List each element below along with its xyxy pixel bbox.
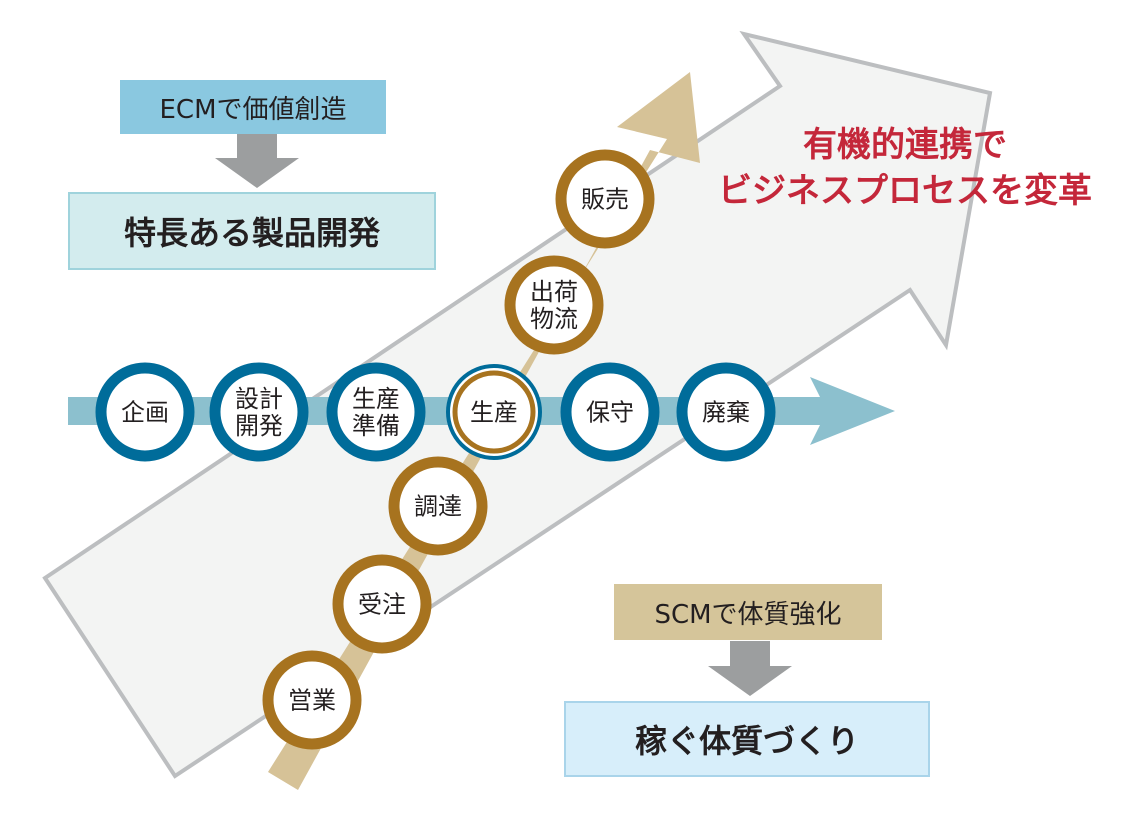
scm-node-ring [388, 456, 488, 556]
scm-node-label: 出荷 [530, 278, 578, 306]
scm-node-ring [504, 255, 604, 355]
ecm-node-label: 生産 [352, 385, 400, 413]
scm-node-label: 調達 [414, 493, 462, 521]
ecm-node-label: 設計 [235, 385, 283, 413]
ecm-node-maintenance: 保守 [560, 362, 660, 462]
ecm-result: 特長ある製品開発 [68, 192, 436, 270]
scm-node-label: 販売 [581, 186, 629, 214]
ecm-node-label: 準備 [352, 412, 400, 440]
transformation-line-2: ビジネスプロセスを変革 [718, 171, 1092, 211]
ecm-node-label: 生産 [470, 399, 518, 427]
scm-node-label: 物流 [530, 305, 578, 333]
ecm-node-disposal: 廃棄 [676, 362, 776, 462]
scm-node-label: 受注 [358, 591, 406, 619]
ecm-down-arrow-icon [215, 134, 299, 188]
ecm-label: ECMで価値創造 [120, 80, 386, 134]
ecm-node-ring [95, 362, 195, 462]
scm-node-label: 営業 [288, 687, 336, 715]
ecm-node-ring [326, 362, 426, 462]
ecm-node-label: 保守 [586, 399, 634, 427]
scm-result: 稼ぐ体質づくり [564, 701, 930, 777]
ecm-node-ring [676, 362, 776, 462]
scm-node-ring [262, 650, 362, 750]
ecm-node-label: 開発 [235, 412, 283, 440]
ecm-node-inner-ring [452, 370, 536, 454]
scm-node-sales: 販売 [555, 149, 655, 249]
transformation-message: 有機的連携で ビジネスプロセスを変革 [700, 122, 1110, 214]
ecm-node-label: 企画 [121, 399, 169, 427]
ecm-node-planning: 企画 [95, 362, 195, 462]
scm-node-ring [555, 149, 655, 249]
ecm-node-ring [560, 362, 660, 462]
scm-down-arrow-icon [708, 641, 792, 696]
ecm-node-production: 生産 [446, 364, 542, 460]
scm-node-order-receipt: 受注 [332, 554, 432, 654]
engineering-chain-nodes: 企画設計開発生産準備生産保守廃棄 [95, 362, 776, 462]
ecm-node-ring [209, 362, 309, 462]
scm-node-procurement: 調達 [388, 456, 488, 556]
transformation-line-1: 有機的連携で [803, 125, 1007, 165]
scm-label: SCMで体質強化 [614, 584, 882, 640]
ecm-node-label: 廃棄 [702, 399, 750, 427]
scm-node-ring [332, 554, 432, 654]
scm-node-sales-activity: 営業 [262, 650, 362, 750]
